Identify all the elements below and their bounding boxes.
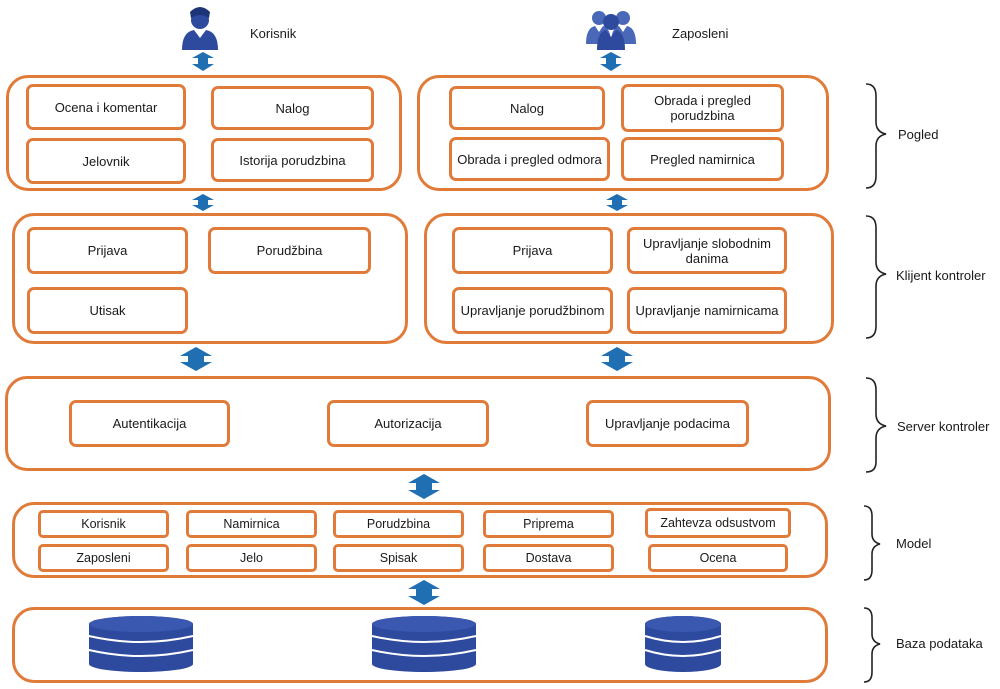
- pogled-ocena-i-komentar: Ocena i komentar: [26, 84, 186, 130]
- klijent-porudzbina: Porudžbina: [208, 227, 371, 274]
- pogled-istorija-porudzbina: Istorija porudzbina: [211, 138, 374, 182]
- label-server-kontroler: Server kontroler: [897, 419, 990, 434]
- brace-server: [865, 377, 887, 473]
- actor-zaposleni-label: Zaposleni: [672, 26, 729, 41]
- model-dostava: Dostava: [483, 544, 614, 572]
- model-spisak: Spisak: [333, 544, 464, 572]
- arrow-server-model: [408, 474, 440, 499]
- label-baza-podataka: Baza podataka: [896, 636, 983, 651]
- klijent-upravljanje-porudzbinom: Upravljanje porudžbinom: [452, 287, 613, 334]
- pogled-jelovnik: Jelovnik: [26, 138, 186, 184]
- model-jelo: Jelo: [186, 544, 317, 572]
- pogled-zaposleni-nalog: Nalog: [449, 86, 605, 130]
- klijent-zaposleni-prijava: Prijava: [452, 227, 613, 274]
- label-pogled: Pogled: [898, 127, 939, 142]
- model-ocena: Ocena: [648, 544, 788, 572]
- arrow-klijent-server-left: [180, 347, 212, 371]
- database-icon: [371, 616, 477, 672]
- arrow-model-baza: [408, 580, 440, 605]
- group-icon: [586, 11, 636, 50]
- model-zaposleni: Zaposleni: [38, 544, 169, 572]
- server-autorizacija: Autorizacija: [327, 400, 489, 447]
- user-icon: [182, 7, 218, 50]
- model-porudzbina: Porudzbina: [333, 510, 464, 538]
- klijent-prijava: Prijava: [27, 227, 188, 274]
- label-model: Model: [896, 536, 932, 551]
- server-autentikacija: Autentikacija: [69, 400, 230, 447]
- arrow-pogled-klijent-left: [192, 194, 214, 211]
- pogled-nalog: Nalog: [211, 86, 374, 130]
- server-upravljanje-podacima: Upravljanje podacima: [586, 400, 749, 447]
- arrow-korisnik-pogled: [192, 52, 214, 71]
- model-zahtev-odsustvom: Zahtevza odsustvom: [645, 508, 791, 538]
- brace-pogled: [865, 83, 887, 189]
- label-klijent-kontroler: Klijent kontroler: [896, 268, 986, 283]
- pogled-pregled-namirnica: Pregled namirnica: [621, 137, 784, 181]
- arrow-zaposleni-pogled: [600, 52, 622, 71]
- database-icon: [88, 616, 194, 672]
- model-namirnica: Namirnica: [186, 510, 317, 538]
- brace-model: [863, 505, 881, 581]
- model-korisnik: Korisnik: [38, 510, 169, 538]
- klijent-upravljanje-slobodnim-danima: Upravljanje slobodnim danima: [627, 227, 787, 274]
- arrow-pogled-klijent-right: [606, 194, 628, 211]
- arrow-klijent-server-right: [601, 347, 633, 371]
- pogled-obrada-odmora: Obrada i pregled odmora: [449, 137, 610, 181]
- database-icon: [644, 616, 722, 672]
- klijent-upravljanje-namirnicama: Upravljanje namirnicama: [627, 287, 787, 334]
- actor-korisnik-label: Korisnik: [250, 26, 297, 41]
- brace-baza: [863, 607, 881, 683]
- brace-klijent: [865, 215, 887, 339]
- pogled-obrada-porudzbina: Obrada i pregled porudzbina: [621, 84, 784, 132]
- klijent-utisak: Utisak: [27, 287, 188, 334]
- model-priprema: Priprema: [483, 510, 614, 538]
